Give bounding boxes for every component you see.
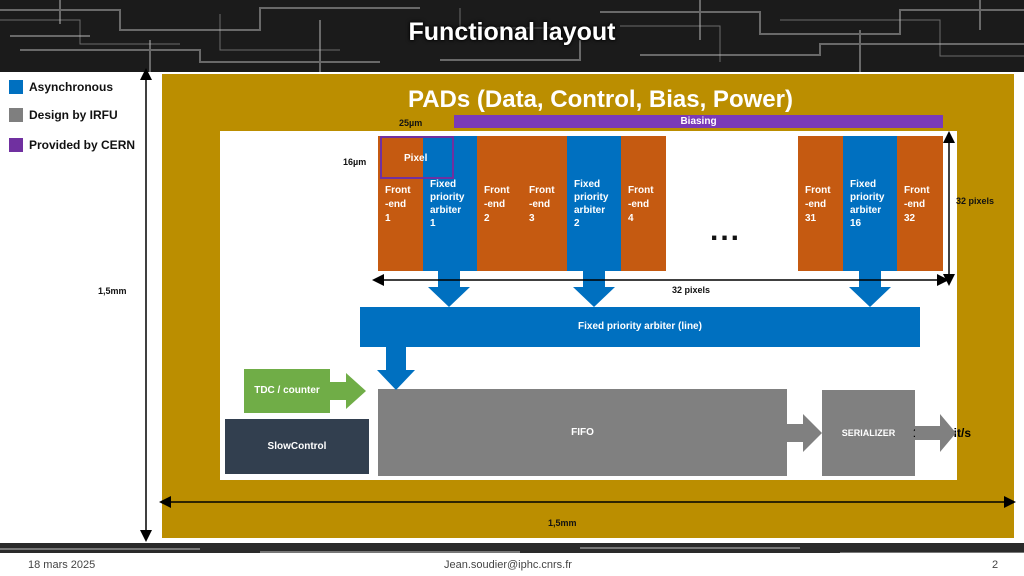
legend-label-cern: Provided by CERN — [29, 138, 136, 152]
legend-label-irfu: Design by IRFU — [29, 108, 118, 122]
pixel-pitch-y-label: 16µm — [343, 157, 367, 167]
line-arbiter-block: Fixed priority arbiter (line) — [360, 307, 920, 347]
serializer-block: SERIALIZER — [822, 390, 915, 476]
frontend-label: Front -end 4 — [628, 185, 654, 224]
frontend-label: Front -end 1 — [385, 185, 411, 224]
header-banner — [0, 0, 1024, 72]
arbiter-label: Fixed priority arbiter 1 — [430, 179, 465, 229]
legend-swatch-asynchronous — [9, 80, 23, 94]
fifo-block: FIFO — [378, 389, 787, 476]
frontend-block-1: Front -end 1 — [378, 136, 423, 271]
down-arrow-icon — [573, 271, 615, 307]
frontend-label: Front -end 31 — [805, 185, 831, 224]
frontend-label: Front -end 2 — [484, 185, 510, 224]
frontend-block-2: Front -end 2 — [477, 136, 522, 271]
down-arrow-icon — [849, 271, 891, 307]
frontend-block-3: Front -end 3 — [522, 136, 567, 271]
arbiter-block-1: Fixed priority arbiter 1 — [423, 136, 477, 271]
frontend-label: Front -end 32 — [904, 185, 930, 224]
down-arrow-icon — [377, 347, 415, 390]
circuit-background-image — [0, 0, 1024, 72]
frontend-block-32: Front -end 32 — [897, 136, 943, 271]
right-arrow-icon — [915, 414, 956, 452]
arbiter-label: Fixed priority arbiter 2 — [574, 179, 609, 229]
strip-pattern-image — [0, 547, 1024, 553]
frontend-block-4: Front -end 4 — [621, 136, 666, 271]
frontend-label: Front -end 3 — [529, 185, 555, 224]
footer-page-number: 2 — [992, 559, 999, 571]
ellipsis: ... — [710, 214, 742, 247]
width-1-5mm-label: 1,5mm — [548, 518, 577, 528]
cols-32-pixels-label: 32 pixels — [672, 285, 711, 295]
legend-swatch-cern — [9, 138, 23, 152]
footer-email: Jean.soudier@iphc.cnrs.fr — [444, 559, 572, 571]
frontend-block-31: Front -end 31 — [798, 136, 843, 271]
rows-32-pixels-label: 32 pixels — [956, 196, 995, 206]
arbiter-block-2: Fixed priority arbiter 2 — [567, 136, 621, 271]
legend-swatch-irfu — [9, 108, 23, 122]
arbiter-label: Fixed priority arbiter 16 — [850, 179, 885, 229]
tdc-counter-block: TDC / counter — [244, 369, 330, 413]
slowcontrol-block: SlowControl — [225, 419, 369, 474]
pixel-pitch-x-label: 25µm — [399, 118, 423, 128]
page-title: Functional layout — [408, 18, 616, 46]
pads-title: PADs (Data, Control, Bias, Power) — [408, 86, 793, 113]
bottom-circuit-strip — [0, 543, 1024, 553]
right-arrow-icon — [787, 414, 822, 452]
pixel-label: Pixel — [404, 153, 428, 164]
right-arrow-icon — [330, 373, 366, 409]
biasing-bar: Biasing — [454, 115, 943, 128]
height-1-5mm-label: 1,5mm — [98, 286, 127, 296]
down-arrow-icon — [428, 271, 470, 307]
pixel-outline — [380, 136, 454, 179]
legend-label-asynchronous: Asynchronous — [29, 80, 114, 94]
arbiter-block-16: Fixed priority arbiter 16 — [843, 136, 897, 271]
footer-date: 18 mars 2025 — [28, 559, 96, 571]
